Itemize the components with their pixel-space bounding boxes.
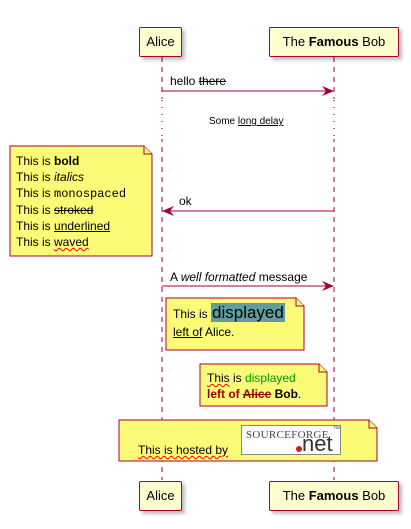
message-hello: hello there [170, 74, 226, 88]
note1-line-stroked: This is stroked [16, 203, 94, 217]
message-formatted: A well formatted message [170, 270, 307, 284]
msg1-arrowhead [322, 86, 334, 96]
delay-label-underline: long delay [237, 116, 284, 127]
bob-label-pre: The [282, 34, 309, 49]
participant-alice-bottom: Alice [139, 481, 182, 511]
note2-text: This is displayed left of Alice. [173, 303, 285, 341]
bob-label-bold: Famous [308, 34, 359, 49]
note2-line2: left of Alice. [173, 325, 235, 339]
note3-line1: This is displayed [207, 371, 296, 385]
delay-label-text: Some [209, 116, 238, 127]
note1-line-waved: This is waved [16, 235, 89, 249]
bob-label-post: Bob [358, 34, 386, 49]
msg-ok-arrowhead [162, 206, 174, 216]
bob-label-post-bottom: Bob [358, 488, 386, 503]
note3-shape [199, 363, 328, 407]
message-formatted-pre: A [170, 270, 181, 284]
participant-alice-label-bottom: Alice [146, 488, 175, 503]
delay-label: Some long delay [209, 116, 284, 127]
participant-alice-label: Alice [146, 34, 175, 49]
message-hello-text: hello [170, 74, 199, 88]
note1-line-bold: This is bold [16, 154, 80, 168]
message-ok-text: ok [179, 194, 192, 208]
note4-text: This is hosted by [138, 443, 229, 457]
note2-highlight: displayed [211, 303, 285, 322]
note2-line1: This is displayed [173, 303, 285, 322]
bob-label-bold-bottom: Famous [308, 488, 359, 503]
note3-text: This is displayed left of Alice Bob. [207, 370, 301, 402]
note1-line-italics: This is italics [16, 170, 85, 184]
note3-line2: left of Alice Bob. [207, 387, 302, 401]
note1-shape [9, 145, 153, 257]
message-ok: ok [179, 194, 192, 208]
message-formatted-post: message [255, 270, 308, 284]
note1-line-mono: This is monospaced [16, 186, 127, 201]
message-hello-strike: there [198, 74, 227, 88]
participant-alice-top: Alice [139, 27, 182, 57]
participant-bob-bottom: The Famous Bob [269, 481, 399, 511]
bob-label-pre-bottom: The [282, 488, 309, 503]
sourceforge-logo: SOURCEFORGE ™ net [241, 425, 341, 456]
message-formatted-italic: well formatted [180, 270, 256, 284]
participant-bob-top: The Famous Bob [269, 27, 399, 57]
note1-line-underlined: This is underlined [16, 219, 111, 233]
note1-text: This is bold This is italics This is mon… [16, 153, 126, 250]
msg4-arrowhead [322, 281, 334, 291]
